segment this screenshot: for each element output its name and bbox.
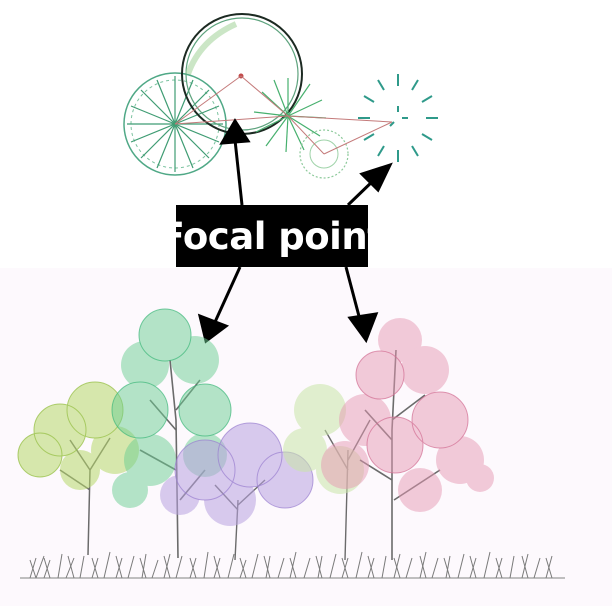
plan-tree-spiky <box>253 78 327 153</box>
arrow-down-right <box>344 266 379 344</box>
plan-link-lines <box>174 75 393 155</box>
groundcover <box>29 551 553 579</box>
elevation-tree-purple <box>160 422 314 561</box>
arrow-down-left <box>197 266 242 344</box>
arrow-up-right <box>346 162 393 207</box>
elevation-tree-pink <box>321 318 494 560</box>
focal-point-label: Focal point <box>160 205 385 267</box>
focal-arrows <box>197 118 393 344</box>
plan-view <box>123 13 438 179</box>
plan-shrub-small <box>299 129 349 179</box>
plan-tree-left <box>123 72 227 176</box>
elevation-tree-green <box>111 308 232 559</box>
elevation-view <box>17 308 565 579</box>
plan-tree-right <box>358 74 438 162</box>
arrow-up-left <box>219 118 251 206</box>
focal-point-label-text: Focal point <box>159 214 385 258</box>
